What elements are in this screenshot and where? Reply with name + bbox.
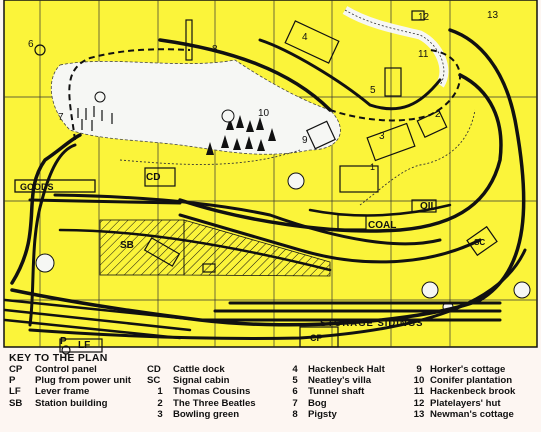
svg-text:6: 6: [28, 39, 34, 50]
pond: [34, 44, 46, 56]
label-oil: OIL: [420, 201, 437, 212]
label-goods: GOODS: [20, 182, 54, 192]
svg-text:12: 12: [418, 12, 430, 23]
svg-text:10: 10: [258, 108, 270, 119]
feature-numbers: 1 2 3 4 5 6 7 8 9 10 11 12 13: [28, 10, 499, 172]
conifer-plantation-trees: [206, 115, 276, 155]
buildings: [59, 10, 498, 353]
label-cp: CP: [310, 333, 323, 343]
label-sc: SC: [474, 238, 485, 247]
label-cd: CD: [146, 172, 160, 183]
label-coal: COAL: [368, 220, 396, 231]
hillside-woods: [51, 59, 341, 155]
svg-text:13: 13: [487, 10, 499, 21]
svg-text:5: 5: [370, 85, 376, 96]
plan-baseboard: [3, 0, 538, 348]
trees: [35, 91, 531, 313]
label-lf: LF: [78, 340, 90, 351]
svg-text:11: 11: [418, 49, 429, 60]
svg-text:8: 8: [212, 44, 218, 55]
plug-circle: [61, 345, 71, 355]
svg-text:7: 7: [58, 112, 64, 123]
svg-text:1: 1: [370, 162, 375, 172]
svg-text:9: 9: [302, 135, 308, 146]
svg-text:4: 4: [302, 32, 308, 43]
station-forecourt: [183, 219, 331, 277]
goods-shed: [14, 179, 96, 193]
label-sb: SB: [120, 240, 134, 251]
svg-text:3: 3: [379, 131, 385, 142]
bog-reeds: [77, 106, 113, 131]
country-path: [119, 109, 476, 206]
svg-text:2: 2: [435, 109, 441, 120]
station-platform: [99, 219, 185, 276]
key-title: KEY TO THE PLAN: [9, 352, 108, 364]
label-p: P: [60, 336, 67, 347]
label-storage-sidings: STORAGE SIDINGS: [320, 318, 424, 329]
